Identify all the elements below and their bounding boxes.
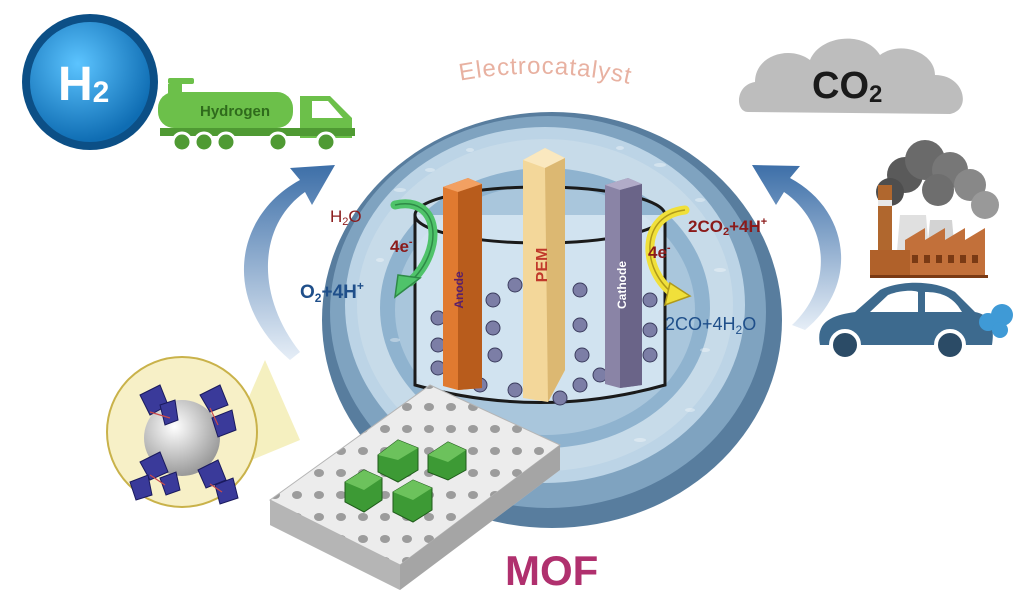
car-icon	[819, 282, 1013, 361]
pem-membrane	[523, 148, 565, 402]
svg-text:H2: H2	[58, 58, 109, 111]
truck-label: Hydrogen	[200, 103, 270, 120]
hydrogen-truck-icon	[158, 78, 355, 153]
mof-label: MOF	[505, 547, 598, 594]
co2-cloud-icon: CO2	[738, 38, 963, 114]
cathode-electrode	[605, 178, 642, 388]
anode-label: Anode	[452, 271, 466, 309]
factory-icon	[870, 140, 999, 278]
hydrogen-molecule-badge: H2	[22, 14, 158, 150]
co-product-label: 2CO+4H2O	[665, 314, 756, 337]
o2-label: O2+4H+	[300, 279, 364, 305]
anode-electrons-label: 4e-	[390, 236, 413, 256]
h2o-label: H2O	[330, 207, 362, 228]
electrocatalyst-label: Electrocatalyst	[457, 53, 635, 90]
cathode-reaction-arrow	[645, 205, 692, 307]
mof-framework-block	[269, 384, 561, 590]
left-curved-arrow	[243, 165, 335, 360]
anode-reaction-arrow	[390, 199, 438, 299]
cathode-electrons-label: 4e-	[648, 242, 671, 262]
svg-text:CO2: CO2	[812, 65, 882, 108]
pem-label: PEM	[534, 248, 551, 283]
cathode-label: Cathode	[615, 261, 629, 309]
anode-electrode	[443, 178, 482, 390]
co2-reaction-label: 2CO2+4H+	[688, 216, 767, 238]
mof-crystals	[344, 439, 467, 523]
ions	[430, 277, 658, 406]
right-curved-arrow	[752, 165, 842, 330]
mof-pore-inset	[106, 356, 300, 508]
